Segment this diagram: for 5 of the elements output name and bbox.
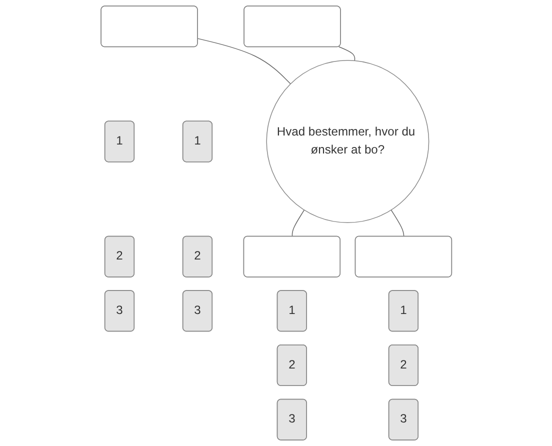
connector <box>291 210 304 237</box>
connector <box>338 46 355 62</box>
node-circle: Hvad bestemmer, hvor du ønsker at bo? <box>266 60 429 223</box>
connector <box>197 38 291 84</box>
connector <box>390 210 404 237</box>
